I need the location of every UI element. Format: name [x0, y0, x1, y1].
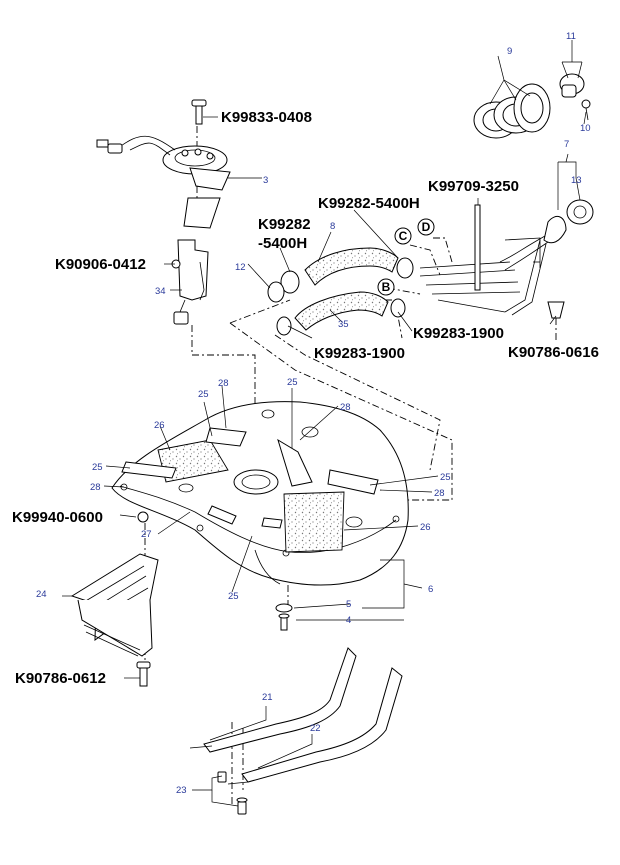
connector-d [417, 218, 435, 236]
callout-3: 3 [263, 175, 268, 186]
part-code-clamp-c: K99282-5400H [318, 195, 420, 212]
part-code-clamp-a-line1: K99282 [258, 216, 311, 233]
guide-lines [144, 126, 557, 805]
callout-25-e: 25 [228, 591, 239, 602]
callout-25-d: 25 [440, 472, 451, 483]
callout-9: 9 [507, 46, 512, 57]
hose-35 [294, 291, 389, 331]
tank-fasteners [136, 511, 293, 687]
callout-26-b: 26 [420, 522, 431, 533]
leader-lines [62, 40, 587, 807]
callout-25-c: 25 [92, 462, 103, 473]
part-code-clamp-a-line2: -5400H [258, 235, 307, 252]
callout-10: 10 [580, 123, 591, 134]
callout-23: 23 [176, 785, 187, 796]
callout-34: 34 [155, 286, 166, 297]
part-code-tank-nut: K99940-0600 [12, 509, 103, 526]
filler-bolt [547, 301, 565, 319]
band [474, 204, 481, 291]
callout-7: 7 [564, 139, 569, 150]
pump-seal [189, 167, 231, 191]
callout-27: 27 [141, 529, 152, 540]
filler-cap-group [473, 73, 591, 139]
callout-numbers: 3 4 5 6 7 8 9 10 11 12 13 21 22 23 24 25… [36, 31, 591, 796]
callout-35: 35 [338, 319, 349, 330]
callout-4: 4 [346, 615, 351, 626]
protector-bolt [139, 665, 148, 687]
connector-c [394, 227, 412, 245]
filler-gasket [566, 199, 594, 225]
connector-b-label: B [382, 280, 391, 294]
callout-25-b: 25 [287, 377, 298, 388]
part-code-clamp-lower-left: K99283-1900 [314, 345, 405, 362]
callout-28-b: 28 [340, 402, 351, 413]
part-code-protector-bolt: K90786-0612 [15, 670, 106, 687]
connector-b [377, 278, 395, 296]
tank-straps [189, 647, 403, 815]
part-code-pump-bolt: K99833-0408 [221, 109, 312, 126]
tank-insulator-pads [121, 427, 379, 553]
callout-26-a: 26 [154, 420, 165, 431]
pump-strainer [183, 197, 221, 229]
callout-5: 5 [346, 599, 351, 610]
callout-28-c: 28 [90, 482, 101, 493]
part-code-filler-bolt: K90786-0616 [508, 344, 599, 361]
callout-22: 22 [310, 723, 321, 734]
fuel-pump-assembly [96, 99, 231, 229]
part-code-labels: K99833-0408 K90906-0412 K99282 -5400H K9… [12, 109, 599, 687]
callout-6: 6 [428, 584, 433, 595]
connector-c-label: C [399, 229, 408, 243]
callout-13: 13 [571, 175, 582, 186]
callout-28-a: 28 [218, 378, 229, 389]
callout-28-d: 28 [434, 488, 445, 499]
filler-neck-group [419, 199, 594, 319]
fuel-sender-unit [171, 239, 209, 325]
callout-24: 24 [36, 589, 47, 600]
pump-bolt [195, 103, 203, 125]
hose-8 [304, 247, 399, 286]
callout-8: 8 [330, 221, 335, 232]
connector-markers: D C B [377, 218, 435, 296]
callout-25-a: 25 [198, 389, 209, 400]
connector-d-label: D [422, 220, 431, 234]
callout-12: 12 [235, 262, 246, 273]
callout-11: 11 [566, 31, 576, 42]
part-code-sender-bolt: K90906-0412 [55, 256, 146, 273]
hose-clamps [267, 257, 414, 336]
part-code-clamp-lower-right: K99283-1900 [413, 325, 504, 342]
callout-21: 21 [262, 692, 273, 703]
tank-protector [70, 553, 159, 657]
part-code-band: K99709-3250 [428, 178, 519, 195]
